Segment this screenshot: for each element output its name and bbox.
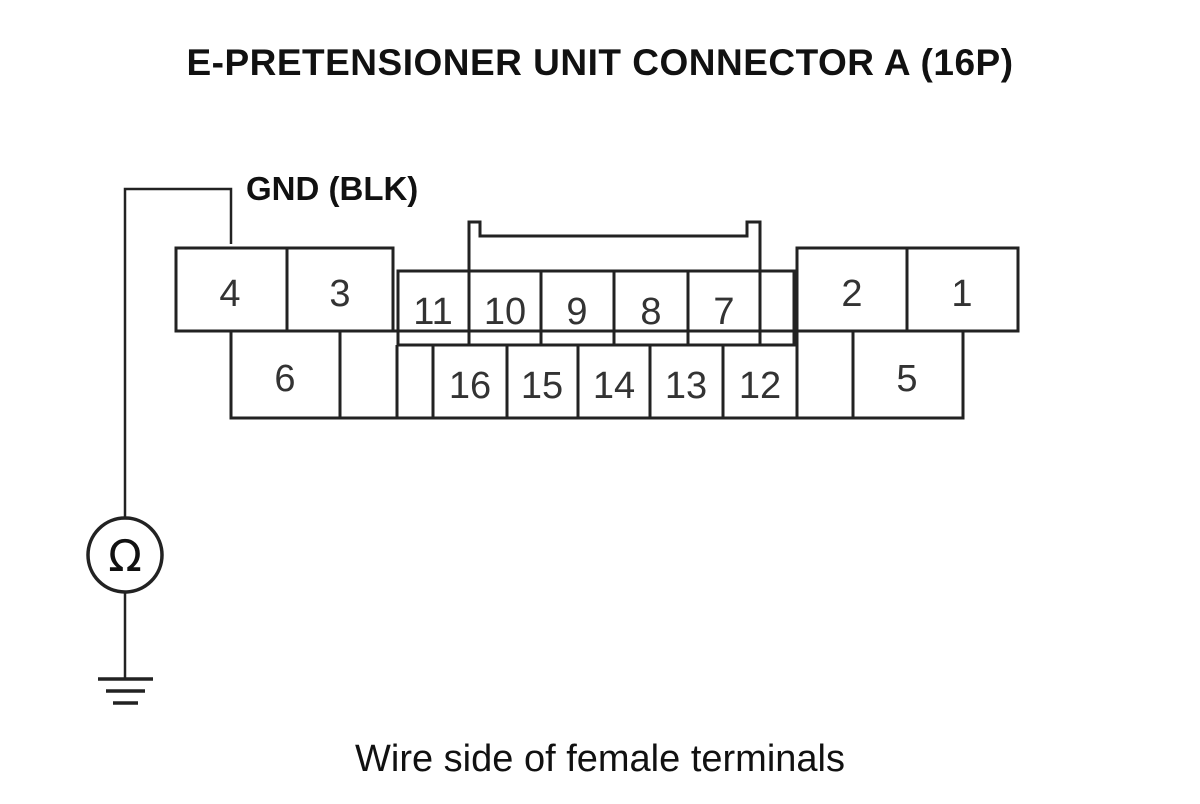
pin-9: 9 bbox=[566, 291, 587, 333]
diagram-title: E-PRETENSIONER UNIT CONNECTOR A (16P) bbox=[186, 42, 1014, 83]
pin-12: 12 bbox=[739, 365, 781, 407]
pin-14: 14 bbox=[593, 365, 635, 407]
pin-2: 2 bbox=[841, 273, 862, 315]
pin-7: 7 bbox=[713, 291, 734, 333]
wire-label-gnd: GND (BLK) bbox=[246, 170, 418, 207]
pin-15: 15 bbox=[521, 365, 563, 407]
diagram-caption: Wire side of female terminals bbox=[355, 738, 845, 780]
pin-numbers: 4 3 2 1 11 10 9 8 7 6 16 15 14 13 12 5 bbox=[219, 273, 972, 407]
pin-5: 5 bbox=[896, 358, 917, 400]
connector-outline bbox=[174, 220, 1020, 420]
pin-11: 11 bbox=[413, 291, 452, 333]
ground-icon bbox=[98, 677, 153, 705]
pin-1: 1 bbox=[951, 273, 972, 315]
connector-latch bbox=[467, 220, 762, 271]
block-top-middle bbox=[396, 269, 796, 347]
pin-4: 4 bbox=[219, 273, 240, 315]
ohm-symbol: Ω bbox=[108, 531, 142, 582]
pin-16: 16 bbox=[449, 365, 491, 407]
probe-wire bbox=[123, 187, 233, 518]
pin-3: 3 bbox=[329, 273, 350, 315]
ohmmeter-icon: Ω bbox=[86, 516, 164, 594]
pin-10: 10 bbox=[484, 291, 526, 333]
pin-13: 13 bbox=[665, 365, 707, 407]
block-bottom bbox=[229, 329, 965, 420]
block-top-left bbox=[174, 246, 395, 333]
pin-6: 6 bbox=[274, 358, 295, 400]
pin-8: 8 bbox=[640, 291, 661, 333]
